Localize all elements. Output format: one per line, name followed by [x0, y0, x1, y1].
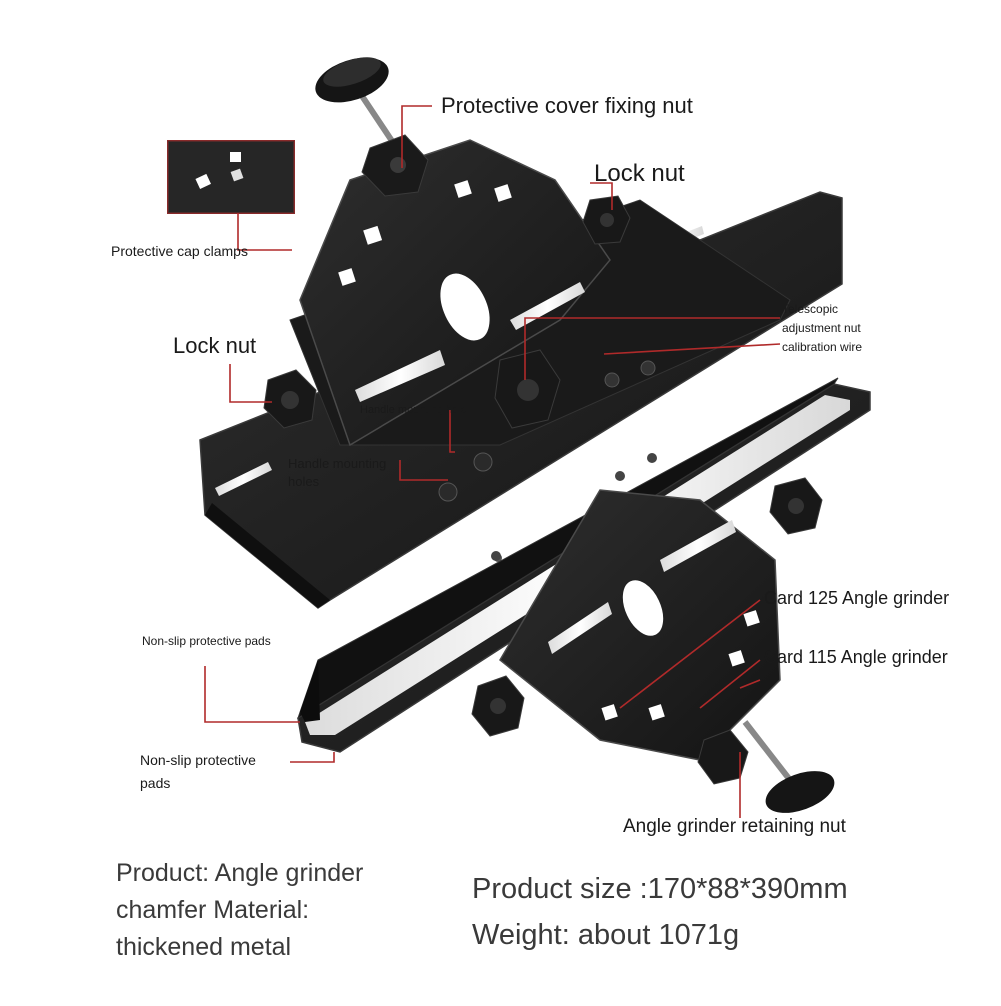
- callout-lock-nut-left: Lock nut: [173, 333, 257, 358]
- callout-non-slip-pads-line2: pads: [140, 775, 171, 791]
- knob-lock-left: [263, 369, 317, 429]
- knob-bottom-right: [769, 477, 823, 535]
- callout-angle-grinder-retaining-nut: Angle grinder retaining nut: [623, 816, 846, 837]
- callout-telescopic-line2: adjustment nut: [782, 321, 861, 335]
- knob-retaining: [697, 720, 835, 813]
- callout-card-125: Card 125 Angle grinder: [764, 588, 950, 608]
- inset-photo: [167, 140, 295, 214]
- knob-lock-right: [582, 195, 631, 245]
- callout-lock-nut-top: Lock nut: [594, 160, 685, 187]
- callout-telescopic-line1: Telescopic: [782, 302, 839, 316]
- callout-handle-mounting-holes-line2: holes: [288, 474, 320, 489]
- spec-product-line3: thickened metal: [116, 933, 292, 961]
- callout-protective-cap-clamps: Protective cap clamps: [111, 243, 248, 259]
- callout-non-slip-pads-line1: Non-slip protective: [140, 752, 256, 768]
- callout-protective-cover-fixing-nut: Protective cover fixing nut: [441, 93, 693, 118]
- spec-size: Product size :170*88*390mm: [472, 873, 848, 905]
- bottom-unit: [297, 377, 871, 813]
- knob-top: [315, 57, 429, 197]
- leader-lines: [204, 105, 781, 818]
- spec-product-material: Product: Angle grinder chamfer Material:…: [116, 855, 416, 966]
- top-unit: [199, 57, 843, 609]
- knob-bottom-left: [471, 675, 525, 737]
- callout-card-115: Card 115 Angle grinder: [764, 647, 948, 667]
- spec-size-weight: Product size :170*88*390mm Weight: about…: [472, 866, 932, 958]
- knob-telescopic: [494, 349, 561, 429]
- callout-non-slip-pads-small: Non-slip protective pads: [142, 634, 271, 648]
- callout-telescopic-line3: calibration wire: [782, 340, 863, 354]
- spec-product-line1: Product: Angle grinder: [116, 859, 364, 887]
- spec-weight: Weight: about 1071g: [472, 919, 740, 951]
- callout-handle-mounting-holes-line1: Handle mounting: [288, 456, 387, 471]
- spec-product-line2: chamfer Material:: [116, 896, 310, 924]
- callout-handle-mounting-hole: Handle mounting hole: [360, 404, 468, 416]
